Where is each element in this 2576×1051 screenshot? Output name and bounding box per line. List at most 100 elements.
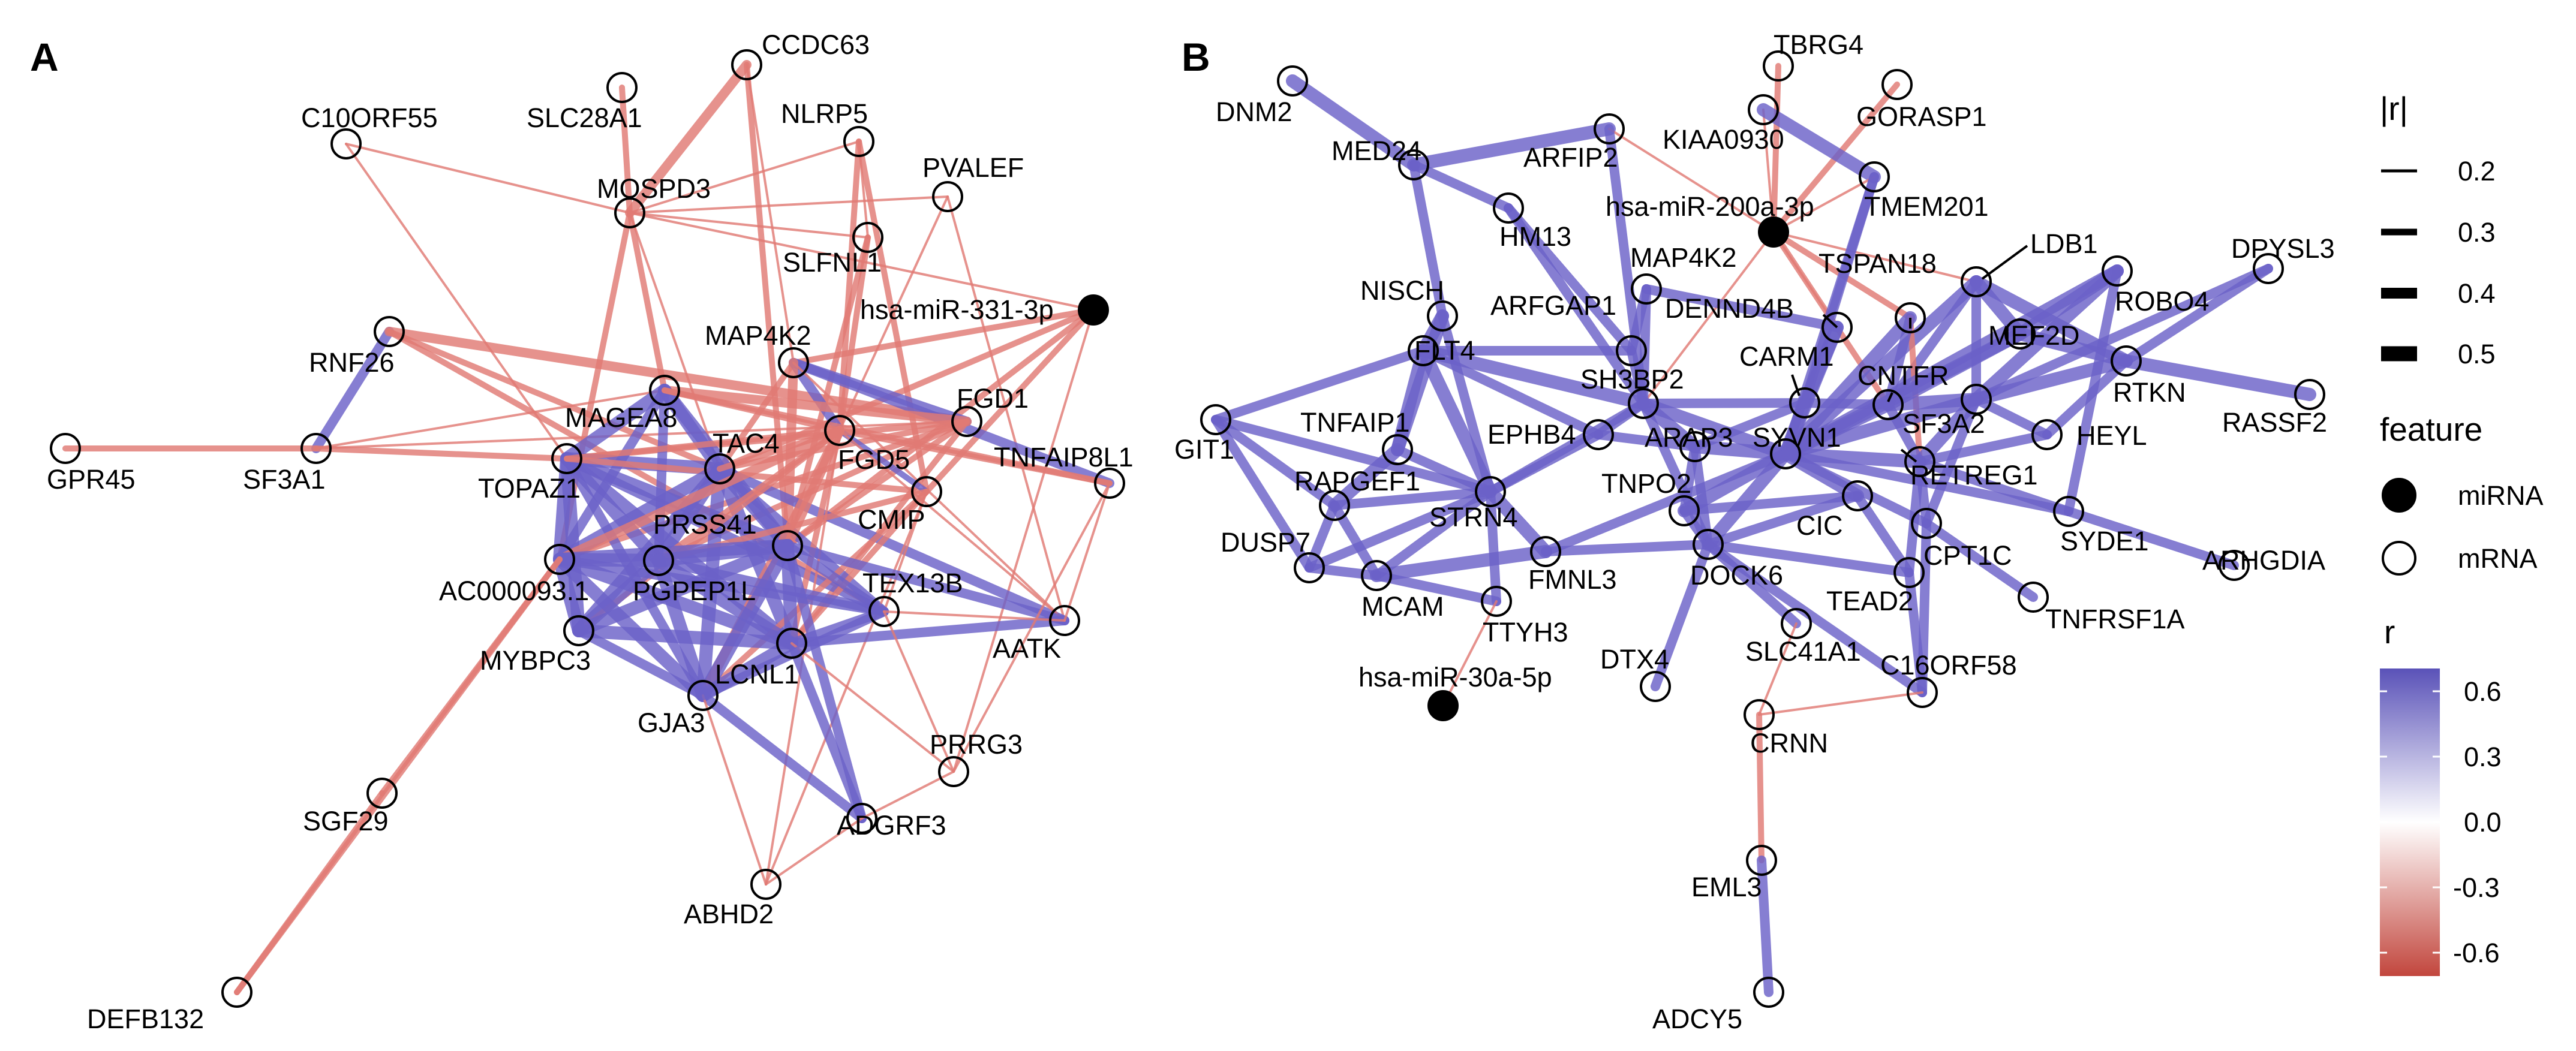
edge-a-magea8-topaz1 (560, 384, 671, 465)
edge-a-prrg3-adgrf3 (861, 770, 955, 820)
node-b-cpt1c (1911, 508, 1942, 539)
node-b-rapgef1 (1319, 490, 1350, 521)
edge-a-mospd3-tac4 (629, 212, 721, 470)
edge-a-tex13b-prrg3 (883, 610, 955, 773)
edge-a-fgd1-magea8 (660, 386, 972, 426)
node-b-cntfr (1872, 389, 1904, 420)
edge-a-lcnl1-aatk (787, 616, 1069, 648)
leader-line-b-ldb1 (1981, 245, 2028, 280)
label-b-tnfrsf1a: TNFRSF1A (2045, 604, 2185, 634)
node-b-fmnl3 (1530, 536, 1561, 567)
label-a-sgf29: SGF29 (303, 806, 389, 836)
label-a-abhd2: ABHD2 (684, 899, 774, 929)
label-a-lcnl1: LCNL1 (715, 659, 799, 689)
edge-b-sf3a2-heyl (1971, 394, 2052, 439)
edge-a-fgd5-aatk (838, 429, 1066, 622)
node-b-ttyh3 (1481, 586, 1512, 617)
node-b-tnfrsf1a (2018, 582, 2049, 613)
node-b-adcy5 (1753, 977, 1784, 1008)
label-a-aatk: AATK (993, 633, 1061, 664)
label-a-cmip: CMIP (858, 504, 925, 535)
edge-b-ephb4-arap3 (1594, 430, 1700, 451)
label-b-adcy5: ADCY5 (1652, 1004, 1742, 1034)
edge-a-tnfaip8l1-aatk (1063, 482, 1111, 622)
edge-a-mospd3-pvalef (629, 195, 949, 214)
label-b-tnpo2: TNPO2 (1601, 468, 1691, 499)
node-b-slc41a1 (1781, 608, 1812, 639)
edge-a-mospd3-magea8 (627, 210, 668, 393)
node-b-cic (1842, 480, 1873, 511)
edge-b-ttyh3-hsa-mir-30a-5p (1442, 600, 1498, 707)
edge-a-c10orf55-topaz1 (345, 143, 568, 460)
label-b-eml3: EML3 (1691, 872, 1762, 902)
edge-b-syvn1-syde1 (1781, 449, 2073, 516)
node-b-heyl (2031, 419, 2063, 450)
edge-a-hsa-mir-331-3p-prrg3 (952, 309, 1095, 773)
label-b-retreg1: RETREG1 (1910, 460, 2038, 490)
edge-b-strn4-mcam (1372, 487, 1495, 580)
label-b-carm1: CARM1 (1739, 341, 1834, 372)
node-a-nlrp5 (843, 126, 874, 157)
label-a-hsa-mir-331-3p: hsa-miR-331-3p (860, 294, 1054, 325)
node-b-eml3 (1746, 845, 1777, 876)
label-a-mybpc3: MYBPC3 (480, 645, 591, 676)
label-b-tspan18: TSPAN18 (1818, 248, 1937, 279)
label-b-crnn: CRNN (1750, 728, 1828, 758)
legend-feature-title: feature (2380, 411, 2482, 448)
label-b-mcam: MCAM (1361, 591, 1444, 622)
node-b-syde1 (2053, 496, 2084, 527)
legend-mrna-swatch (2382, 541, 2416, 576)
edge-b-cntfr-retreg1 (1883, 400, 1925, 466)
node-a-prss41 (772, 530, 803, 561)
legend-mirna-label: miRNA (2458, 480, 2544, 511)
node-b-tead2 (1893, 557, 1925, 588)
edge-b-dpysl3-sf3a2 (1971, 264, 2273, 404)
node-b-dpysl3 (2253, 253, 2284, 284)
node-b-gorasp1 (1881, 69, 1913, 100)
edge-b-mef2d-rtkn (2013, 327, 2133, 368)
panel-b-letter: B (1182, 35, 1210, 79)
node-a-fgd5 (824, 415, 855, 446)
edge-b-dock6-dtx4 (1651, 540, 1713, 691)
edge-b-ephb4-strn4 (1486, 430, 1603, 496)
edge-a-mospd3-nlrp5 (629, 140, 860, 214)
edge-a-hsa-mir-331-3p-map4k2 (790, 307, 1096, 366)
label-a-gja3: GJA3 (638, 707, 705, 738)
node-b-rassf2 (2294, 379, 2325, 410)
edge-a-fgd5-cmip (837, 427, 930, 495)
edge-b-dusp7-mcam (1304, 563, 1381, 580)
legend-mirna-swatch (2382, 478, 2416, 513)
legend-r-tick-2: 0.0 (2464, 807, 2502, 838)
node-b-dennd4b (1821, 312, 1853, 343)
label-a-slc28a1: SLC28A1 (527, 103, 642, 133)
label-b-syde1: SYDE1 (2060, 526, 2149, 556)
node-a-slfnl1 (852, 222, 883, 253)
legend-r-colorbar (2380, 668, 2440, 976)
edge-b-cpt1c-tnfrsf1a (1922, 519, 2038, 602)
node-b-med24 (1398, 149, 1429, 180)
edge-b-arfgap1-sh3bp2 (1627, 346, 1648, 408)
label-b-ldb1: LDB1 (2030, 228, 2098, 259)
node-b-map4k2 (1631, 273, 1662, 305)
label-b-slc41a1: SLC41A1 (1745, 636, 1861, 667)
edge-a-sf3a1-magea8 (315, 389, 666, 450)
leader-line-b-cntfr (1887, 392, 1893, 402)
leader-line-b-carm1 (1791, 374, 1801, 396)
label-a-c10orf55: C10ORF55 (301, 103, 438, 133)
node-b-hsa-mir-200a-3p (1758, 216, 1789, 248)
edge-b-carm1-arap3 (1690, 398, 1809, 451)
label-b-map4k2: MAP4K2 (1630, 242, 1737, 273)
edge-a-ccdc63-prss41 (744, 62, 790, 549)
label-a-mospd3: MOSPD3 (597, 173, 711, 204)
node-b-retreg1 (1904, 446, 1935, 477)
label-a-prrg3: PRRG3 (930, 729, 1023, 760)
edge-a-gja3-abhd2 (702, 694, 767, 886)
node-a-abhd2 (750, 869, 781, 900)
label-b-syvn1: SYVN1 (1753, 422, 1841, 453)
edge-a-map4k2-tac4 (717, 360, 796, 472)
node-a-c10orf55 (330, 128, 362, 159)
label-a-map4k2: MAP4K2 (705, 320, 811, 351)
edge-b-tnpo2-dock6 (1679, 506, 1713, 549)
